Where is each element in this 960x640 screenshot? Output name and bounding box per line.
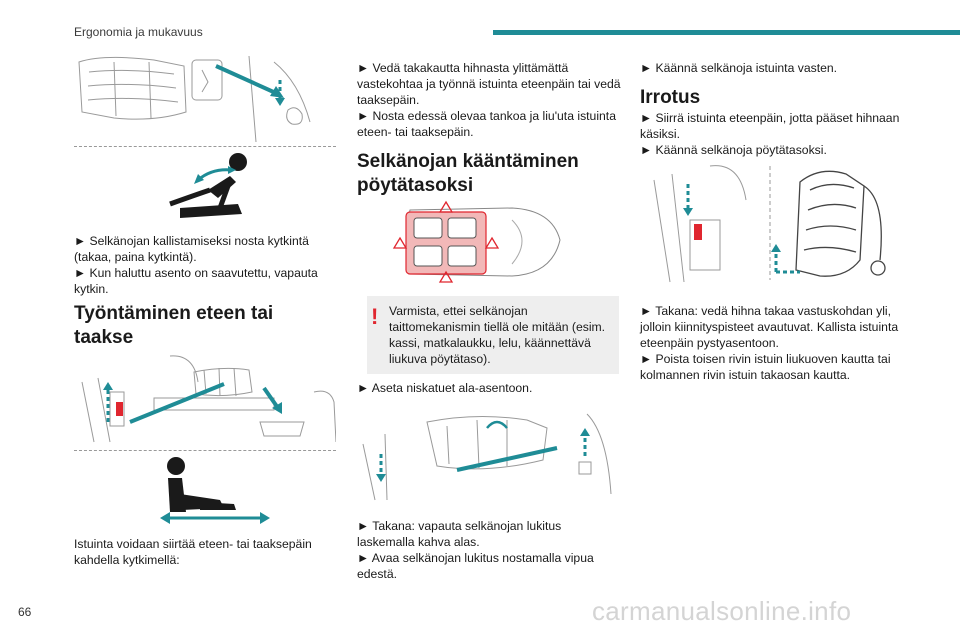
back-instructions: ► Takana: vedä hihna takaa vastuskohdan … — [640, 303, 905, 383]
slide-lever-illustration — [74, 352, 336, 444]
instruction-step: ► Aseta niskatuet ala-asentoon. — [357, 381, 533, 395]
unlock-instructions: ► Takana: vapauta selkänojan lukitus las… — [357, 518, 622, 582]
page-number: 66 — [18, 605, 32, 619]
instruction-step: ► Vedä takakautta hihnasta ylittämättä v… — [357, 61, 621, 107]
paragraph: Istuinta voidaan siirtää eteen- tai taak… — [74, 537, 312, 567]
instruction-step: ► Nosta edessä olevaa tankoa ja liu'uta … — [357, 109, 616, 139]
section-heading-remove: Irrotus — [640, 87, 701, 108]
instruction-step: ► Käännä selkänoja pöytätasoksi. — [640, 143, 827, 157]
instruction-step: ► Avaa selkänojan lukitus nostamalla vip… — [357, 551, 594, 581]
instruction-step: ► Selkänojan kallistamiseksi nosta kytki… — [74, 234, 309, 264]
slide-intro-text: Istuinta voidaan siirtää eteen- tai taak… — [74, 536, 336, 568]
remove-seat-illustration — [650, 160, 915, 285]
unlock-backrest-illustration — [357, 404, 619, 504]
dashed-separator — [74, 450, 336, 451]
instruction-step: ► Käännä selkänoja istuinta vasten. — [640, 61, 838, 75]
header-accent-bar — [493, 30, 960, 35]
instruction-step: ► Poista toisen rivin istuin liukuoven k… — [640, 352, 891, 382]
running-header: Ergonomia ja mukavuus — [74, 25, 203, 39]
dashed-separator — [74, 146, 336, 147]
remove-instructions: ► Siirrä istuinta eteenpäin, jotta pääse… — [640, 110, 905, 158]
recline-lever-illustration — [74, 52, 336, 144]
warning-text: Varmista, ettei selkänojan taittomekanis… — [389, 304, 606, 366]
seat-layout-diagram — [392, 200, 562, 284]
instruction-step: ► Takana: vedä hihna takaa vastuskohdan … — [640, 304, 899, 350]
turn-instruction: ► Käännä selkänoja istuinta vasten. — [640, 60, 905, 76]
instruction-step: ► Takana: vapauta selkänojan lukitus las… — [357, 519, 562, 549]
section-heading-slide: Työntäminen eteen tai taakse — [74, 303, 274, 348]
watermark: carmanualsonline.info — [592, 596, 852, 626]
headrest-instruction: ► Aseta niskatuet ala-asentoon. — [357, 380, 622, 396]
recline-seat-pictogram — [150, 150, 260, 222]
warning-exclamation-icon: ! — [371, 304, 379, 329]
instruction-step: ► Siirrä istuinta eteenpäin, jotta pääse… — [640, 111, 900, 141]
instruction-step: ► Kun haluttu asento on saavutettu, vapa… — [74, 266, 318, 296]
recline-instructions: ► Selkänojan kallistamiseksi nosta kytki… — [74, 233, 336, 297]
section-heading-table: Selkänojan kääntäminen pöytätasoksi — [357, 151, 579, 196]
warning-note: ! Varmista, ettei selkänojan taittomekan… — [367, 296, 619, 374]
strap-instructions: ► Vedä takakautta hihnasta ylittämättä v… — [357, 60, 622, 140]
slide-seat-pictogram — [150, 452, 270, 528]
